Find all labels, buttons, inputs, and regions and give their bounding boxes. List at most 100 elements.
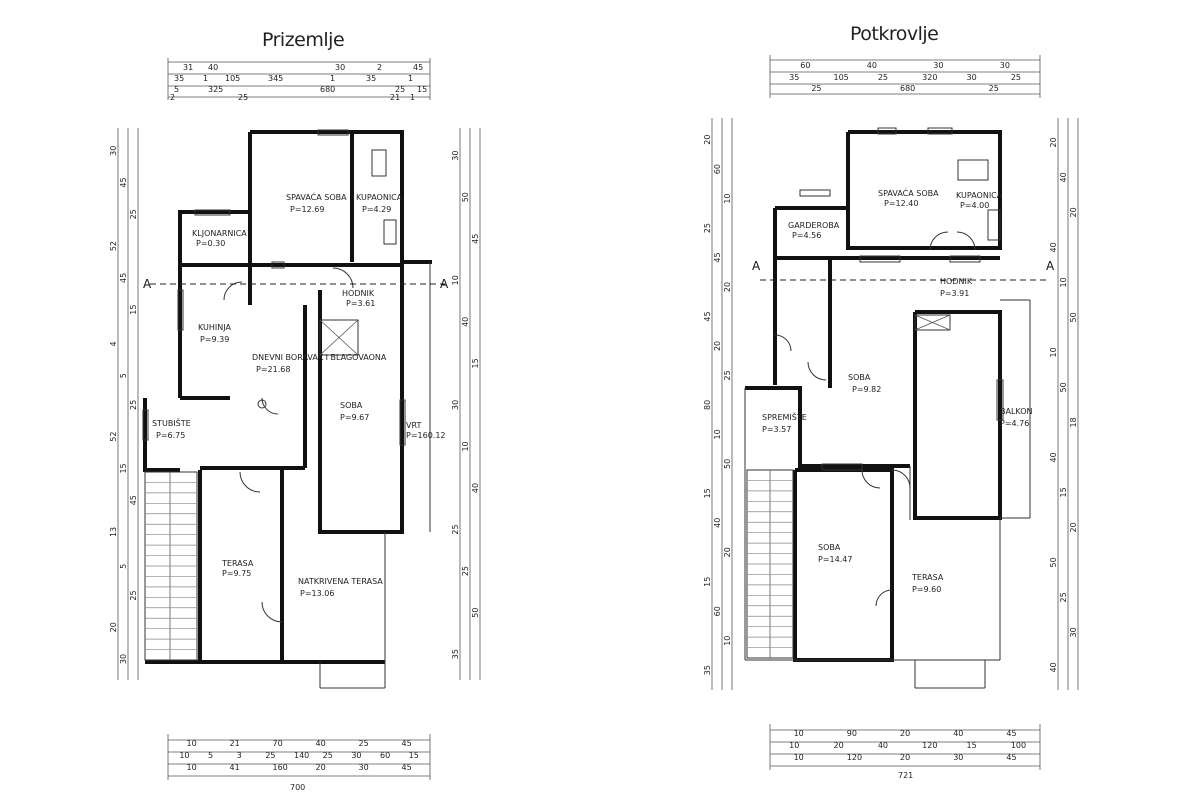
- svg-text:VRT: VRT: [406, 421, 421, 430]
- dim-label: 10: [451, 275, 460, 285]
- dim-label: 10: [187, 763, 197, 772]
- dim-label: 25: [129, 400, 138, 410]
- dim-label: 50: [1049, 557, 1058, 567]
- dim-label: 20: [109, 622, 118, 632]
- svg-text:DNEVNI BORAVAK I BLAGOVAONA: DNEVNI BORAVAK I BLAGOVAONA: [252, 353, 387, 362]
- dim-label: 52: [109, 432, 118, 442]
- dim-label: 700: [290, 783, 305, 792]
- svg-text:P=13.06: P=13.06: [300, 589, 334, 598]
- dim-label: 105: [834, 73, 849, 82]
- dim-label: 25: [723, 370, 732, 380]
- room-label: SPAVAĆA SOBA P=12.40: [878, 187, 939, 208]
- ground-top-dims-row4: 2 25 21 1: [170, 93, 415, 102]
- dim-label: 45: [402, 763, 412, 772]
- dim-label: 45: [1006, 753, 1016, 762]
- room-label: HODNIK P=3.91: [940, 277, 973, 298]
- dim-label: 15: [417, 85, 427, 94]
- attic-bottom-dimension-lines: [769, 724, 1041, 770]
- attic-fixtures: [774, 159, 1001, 607]
- section-mark-left: A: [752, 259, 761, 273]
- dim-label: 80: [703, 400, 712, 410]
- svg-text:P=14.47: P=14.47: [818, 555, 852, 564]
- dim-label: 30: [451, 400, 460, 410]
- dim-label: 15: [1059, 487, 1068, 497]
- dim-label: 15: [129, 305, 138, 315]
- dim-label: 20: [703, 135, 712, 145]
- dim-label: 105: [225, 74, 240, 83]
- dim-label: 41: [230, 763, 240, 772]
- dim-label: 5: [208, 751, 213, 760]
- dim-label: 25: [703, 223, 712, 233]
- ground-stairs: [144, 471, 198, 661]
- section-mark-left: A: [143, 277, 152, 291]
- dim-label: 345: [268, 74, 283, 83]
- attic-walls: [744, 130, 1031, 689]
- ground-top-dims-row3: 5 325 680 25 15: [174, 85, 427, 94]
- svg-text:P=4.00: P=4.00: [960, 201, 989, 210]
- dim-label: 40: [1049, 662, 1058, 672]
- dim-label: 50: [471, 608, 480, 618]
- svg-text:SOBA: SOBA: [818, 543, 841, 552]
- dim-label: 30: [335, 63, 345, 72]
- dim-label: 10: [461, 441, 470, 451]
- dim-label: 20: [834, 741, 844, 750]
- dim-label: 2: [377, 63, 382, 72]
- dim-label: 1: [330, 74, 335, 83]
- dim-label: 40: [208, 63, 218, 72]
- svg-text:P=9.67: P=9.67: [340, 413, 369, 422]
- dim-label: 20: [900, 753, 910, 762]
- dim-label: 45: [1006, 729, 1016, 738]
- dim-label: 40: [1049, 242, 1058, 252]
- dim-label: 40: [713, 518, 722, 528]
- attic-room-labels: SPAVAĆA SOBA P=12.40 KUPAONICA P=4.00 GA…: [762, 187, 1033, 594]
- dim-label: 45: [713, 252, 722, 262]
- dim-label: 60: [800, 61, 810, 70]
- dim-label: 120: [847, 753, 862, 762]
- svg-text:SPAVAĆA SOBA: SPAVAĆA SOBA: [286, 191, 347, 202]
- dim-label: 35: [451, 649, 460, 659]
- dim-label: 30: [119, 654, 128, 664]
- dim-label: 10: [794, 753, 804, 762]
- dim-label: 1: [410, 93, 415, 102]
- ground-side-dimension-lines: [117, 128, 481, 680]
- room-label: BALKON P=4.76: [1000, 407, 1033, 428]
- dim-label: 60: [713, 164, 722, 174]
- svg-text:P=9.82: P=9.82: [852, 385, 881, 394]
- dim-label: 3: [237, 751, 242, 760]
- dim-label: 15: [967, 741, 977, 750]
- svg-text:TERASA: TERASA: [221, 559, 254, 568]
- dim-label: 40: [461, 317, 470, 327]
- dim-label: 320: [922, 73, 937, 82]
- dim-label: 60: [380, 751, 390, 760]
- dim-label: 10: [789, 741, 799, 750]
- dim-label: 45: [413, 63, 423, 72]
- dim-label: 5: [174, 85, 179, 94]
- dim-label: 90: [847, 729, 857, 738]
- svg-text:P=160.12: P=160.12: [406, 431, 446, 440]
- dim-label: 50: [1059, 382, 1068, 392]
- ground-floor-plan: Prizemlje 31 40 30 2 45 35 1 105 345 1 3…: [109, 29, 481, 792]
- dim-label: 30: [1000, 61, 1010, 70]
- ground-top-dimension-lines: [167, 58, 431, 100]
- dim-label: 45: [119, 177, 128, 187]
- dim-label: 10: [1059, 277, 1068, 287]
- dim-label: 20: [713, 341, 722, 351]
- ground-bottom-dimension-lines: [167, 734, 431, 780]
- dim-label: 40: [867, 61, 877, 70]
- dim-label: 13: [109, 527, 118, 537]
- dim-label: 40: [471, 483, 480, 493]
- dim-label: 10: [179, 751, 189, 760]
- svg-text:P=3.91: P=3.91: [940, 289, 969, 298]
- dim-label: 20: [1049, 137, 1058, 147]
- ground-top-dims-row2: 35 1 105 345 1 35 1: [174, 74, 413, 83]
- room-label: SOBA P=9.67: [340, 401, 369, 422]
- dim-label: 15: [703, 488, 712, 498]
- room-label: STUBIŠTE P=6.75: [152, 417, 191, 440]
- svg-text:P=9.75: P=9.75: [222, 569, 251, 578]
- dim-label: 25: [1059, 592, 1068, 602]
- dim-label: 20: [723, 547, 732, 557]
